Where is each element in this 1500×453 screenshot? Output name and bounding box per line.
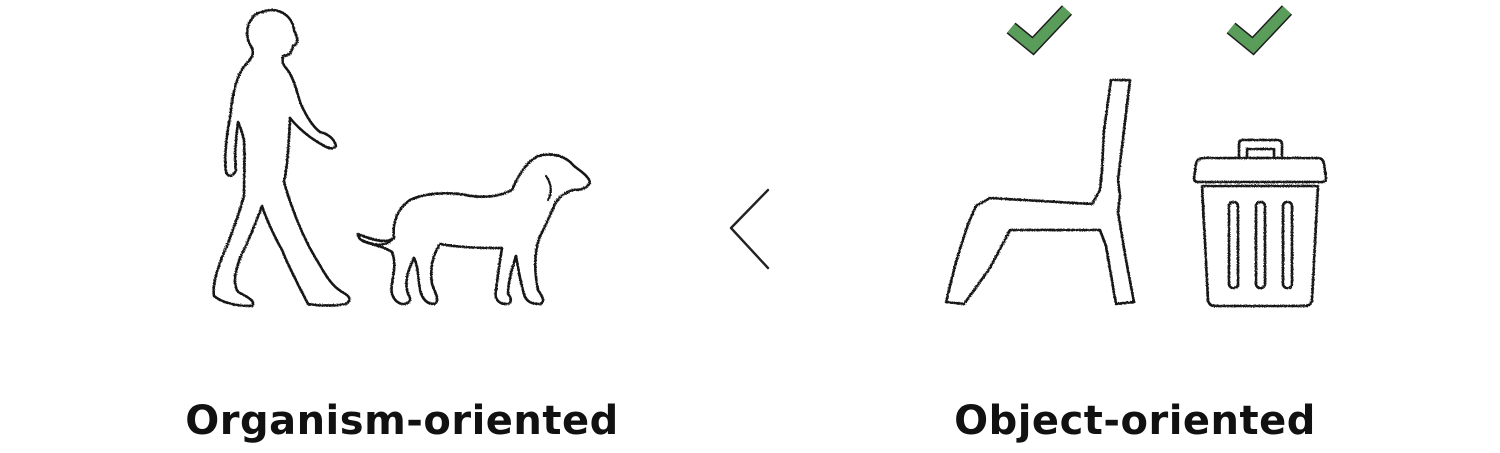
trash-can-icon [1192,138,1328,308]
organism-oriented-label: Organism-oriented [185,398,619,444]
object-oriented-label: Object-oriented [954,398,1316,444]
chair-icon [944,78,1136,306]
person-walking-icon [212,8,351,308]
check-icon [1226,5,1293,56]
less-than-symbol [729,188,770,270]
dog-icon [356,153,592,306]
check-icon [1006,5,1073,56]
